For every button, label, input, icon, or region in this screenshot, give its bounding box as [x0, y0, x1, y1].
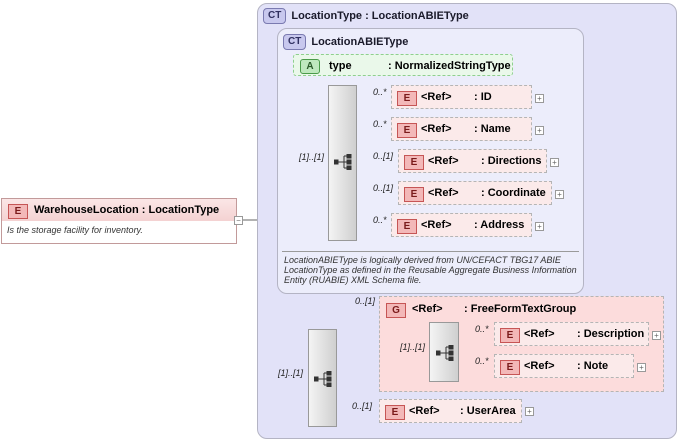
expand-icon[interactable]: + [550, 158, 559, 167]
attribute-type[interactable]: A type : NormalizedStringType [293, 54, 513, 76]
element-icon: E [500, 328, 520, 343]
element-name: : ID [474, 91, 492, 103]
root-element-header: E WarehouseLocation : LocationType [2, 199, 236, 221]
expand-icon[interactable]: + [637, 363, 646, 372]
expand-icon[interactable]: + [525, 407, 534, 416]
attribute-type-label: : NormalizedStringType [388, 60, 511, 72]
inner-ct-title[interactable]: LocationABIEType [311, 36, 409, 48]
note-cardinality: 0..* [475, 356, 489, 366]
element-coordinate[interactable]: E <Ref> : Coordinate [398, 181, 552, 205]
element-icon: E [404, 187, 424, 202]
ref-label: <Ref> [412, 303, 443, 315]
inner-ct-header: CT LocationABIEType [283, 34, 408, 50]
expand-icon[interactable]: + [535, 126, 544, 135]
id-cardinality: 0..* [373, 87, 387, 97]
element-name-ref[interactable]: E <Ref> : Name [391, 117, 532, 141]
expand-icon[interactable]: + [535, 222, 544, 231]
collapse-icon[interactable]: − [234, 216, 243, 225]
element-directions[interactable]: E <Ref> : Directions [398, 149, 547, 173]
ref-label: <Ref> [524, 360, 555, 372]
sequence-icon [334, 154, 352, 170]
expand-icon[interactable]: + [652, 331, 661, 340]
element-note[interactable]: E <Ref> : Note [494, 354, 634, 378]
element-icon: E [404, 155, 424, 170]
ref-label: <Ref> [421, 91, 452, 103]
group-name: : FreeFormTextGroup [464, 303, 577, 315]
sequence-icon [436, 345, 454, 361]
group-cardinality: 0..[1] [355, 296, 376, 306]
element-description[interactable]: E <Ref> : Description [494, 322, 649, 346]
address-cardinality: 0..* [373, 215, 387, 225]
root-element-warehouselocation[interactable]: E WarehouseLocation : LocationType Is th… [1, 198, 237, 244]
element-address[interactable]: E <Ref> : Address [391, 213, 532, 237]
element-id[interactable]: E <Ref> : ID [391, 85, 532, 109]
name-cardinality: 0..* [373, 119, 387, 129]
attribute-icon: A [300, 59, 320, 74]
element-name: : Note [577, 360, 609, 372]
ct-badge-inner: CT [283, 34, 307, 50]
expand-icon[interactable]: + [535, 94, 544, 103]
inner-seq-cardinality: [1]..[1] [299, 152, 325, 162]
sequence-icon [314, 371, 332, 387]
element-icon: E [385, 405, 405, 420]
group-seq-cardinality: [1]..[1] [400, 342, 426, 352]
description-cardinality: 0..* [475, 324, 489, 334]
doc-divider [282, 251, 579, 252]
group-sequence[interactable] [429, 322, 459, 382]
ct-badge-outer: CT [263, 8, 287, 24]
coordinate-cardinality: 0..[1] [373, 183, 394, 193]
element-icon: E [397, 91, 417, 106]
ref-label: <Ref> [428, 155, 459, 167]
outer-seq-cardinality: [1]..[1] [278, 368, 304, 378]
ref-label: <Ref> [409, 405, 440, 417]
outer-sequence[interactable] [308, 329, 337, 427]
directions-cardinality: 0..[1] [373, 151, 394, 161]
element-userarea[interactable]: E <Ref> : UserArea [379, 399, 522, 423]
element-icon: E [8, 204, 28, 219]
userarea-cardinality: 0..[1] [352, 401, 373, 411]
expand-icon[interactable]: + [555, 190, 564, 199]
element-icon: E [500, 360, 520, 375]
element-name: : UserArea [460, 405, 516, 417]
element-name: : Address [474, 219, 525, 231]
outer-ct-title[interactable]: LocationType : LocationABIEType [291, 10, 469, 22]
ref-label: <Ref> [524, 328, 555, 340]
element-icon: E [397, 219, 417, 234]
root-element-documentation: Is the storage facility for inventory. [7, 225, 143, 235]
element-icon: E [397, 123, 417, 138]
element-name: : Coordinate [481, 187, 546, 199]
element-name: : Name [474, 123, 511, 135]
ref-label: <Ref> [428, 187, 459, 199]
inner-sequence[interactable] [328, 85, 357, 241]
root-element-title: WarehouseLocation : LocationType [34, 204, 220, 216]
inner-ct-documentation: LocationABIEType is logically derived fr… [284, 255, 577, 285]
element-name: : Description [577, 328, 645, 340]
group-icon: G [386, 303, 406, 318]
attribute-name: type [329, 60, 352, 72]
element-name: : Directions [481, 155, 542, 167]
ref-label: <Ref> [421, 123, 452, 135]
ref-label: <Ref> [421, 219, 452, 231]
outer-ct-header: CT LocationType : LocationABIEType [263, 8, 469, 24]
